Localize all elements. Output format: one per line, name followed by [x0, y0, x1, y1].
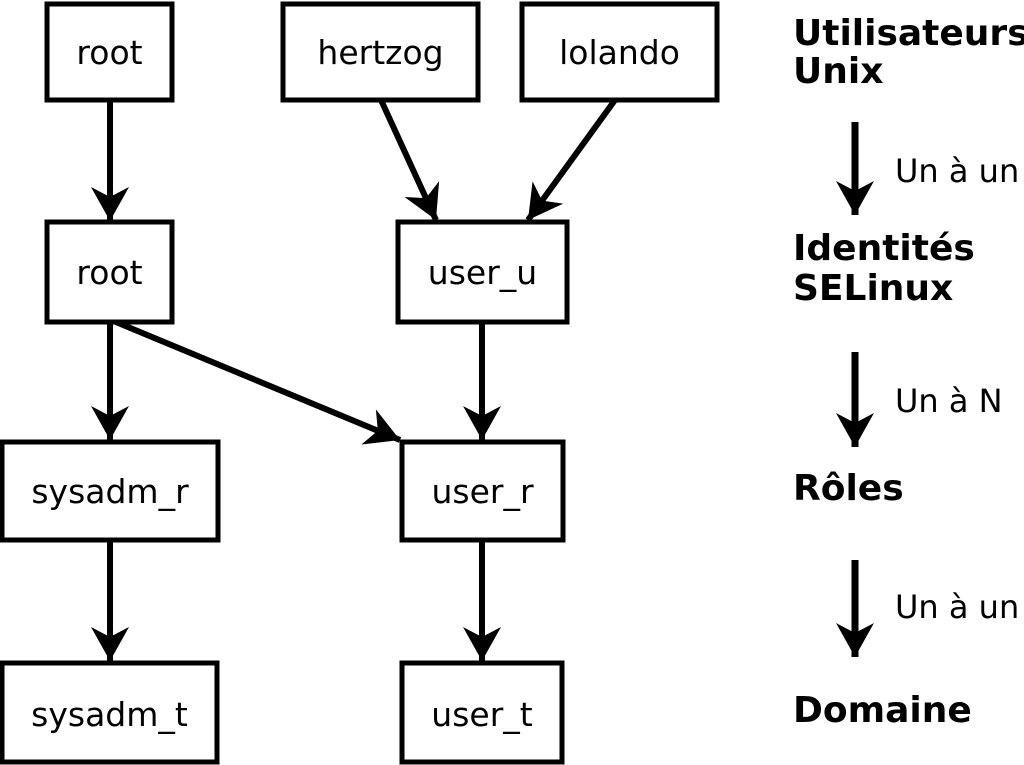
node-sysadm-t-box — [0, 660, 220, 765]
legend-unix-users-line2: Unix — [793, 51, 883, 92]
node-hertzog-label: hertzog — [317, 33, 443, 72]
legend-edge-identity-roles-label: Un à N — [895, 382, 1003, 420]
legend-domaine-title: Domaine — [793, 690, 972, 731]
node-unix-root-label: root — [76, 33, 142, 72]
arrow-selinux-root-to-user-r — [114, 319, 402, 445]
legend-selinux-identities-line1: Identités — [793, 228, 975, 269]
node-sysadm-r-box — [0, 439, 221, 543]
node-hertzog-box — [280, 1, 481, 103]
node-user-t-label: user_t — [431, 695, 532, 734]
node-user-t-box — [399, 660, 565, 765]
legend-selinux-identities-line2: SELinux — [793, 268, 953, 309]
arrow-lolando-to-user-u — [525, 98, 618, 222]
legend-edge-roles-domain-label: Un à un — [895, 588, 1019, 626]
node-lolando-box — [519, 1, 720, 103]
legend-roles-title: Rôles — [793, 468, 904, 509]
node-lolando-label: lolando — [559, 33, 680, 72]
node-sysadm-r-label: sysadm_r — [31, 472, 189, 511]
legend-edge-unix-identity-label: Un à un — [895, 152, 1019, 190]
legend-unix-users-line1: Utilisateurs — [793, 13, 1024, 54]
node-selinux-root-label: root — [76, 253, 142, 292]
node-user-r-label: user_r — [431, 472, 533, 511]
node-sysadm-t-label: sysadm_t — [31, 695, 188, 734]
node-selinux-root-box — [44, 219, 175, 325]
node-user-r-box — [399, 439, 566, 543]
arrow-hertzog-to-user-u — [378, 98, 440, 222]
node-unix-root-box — [44, 1, 175, 103]
node-user-u-label: user_u — [428, 253, 537, 292]
node-user-u-box — [395, 219, 570, 325]
